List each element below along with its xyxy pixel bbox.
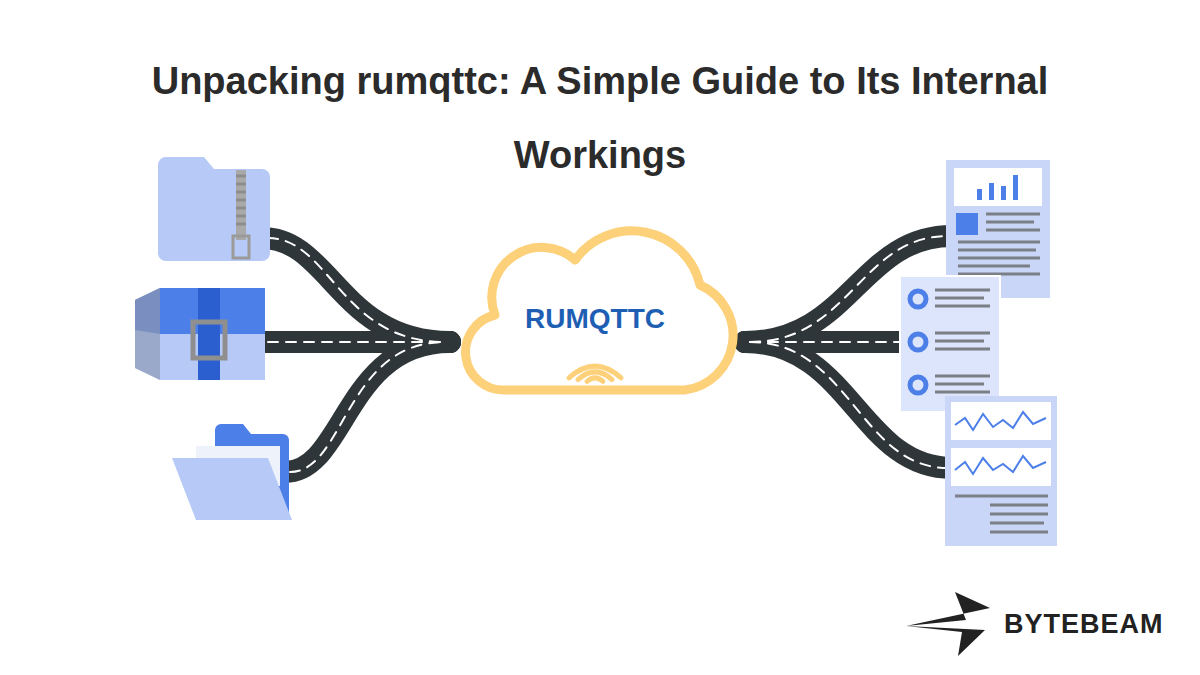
title: Unpacking rumqttc: A Simple Guide to Its… [150, 44, 1050, 192]
node-text: RUMQTTC [445, 303, 745, 335]
cloud-node: RUMQTTC [445, 225, 745, 405]
brand-name: BYTEBEAM [1004, 609, 1164, 640]
node-body: RUMQTTC [445, 225, 745, 335]
